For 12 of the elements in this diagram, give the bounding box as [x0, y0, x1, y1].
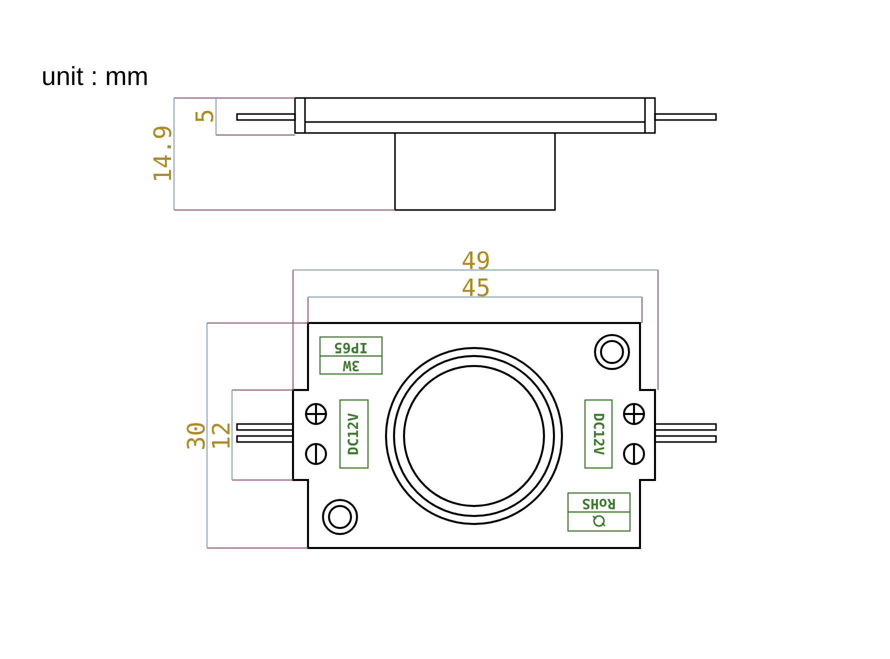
dimension-value: 14.9	[150, 125, 175, 183]
marking-text: IP65	[334, 340, 368, 354]
dimension-value: 49	[462, 249, 490, 273]
dimension-value: 12	[208, 422, 233, 450]
marking-text: DC12V	[591, 412, 606, 456]
unit-note: unit : mm	[42, 63, 148, 89]
marking-text: RoHS	[582, 496, 616, 510]
marking-text: 3W	[342, 358, 360, 372]
dimension-value: 5	[193, 108, 218, 124]
marking-text: DC12V	[347, 412, 362, 456]
dimension-value: 30	[184, 422, 208, 450]
dimension-value: 45	[462, 276, 490, 300]
